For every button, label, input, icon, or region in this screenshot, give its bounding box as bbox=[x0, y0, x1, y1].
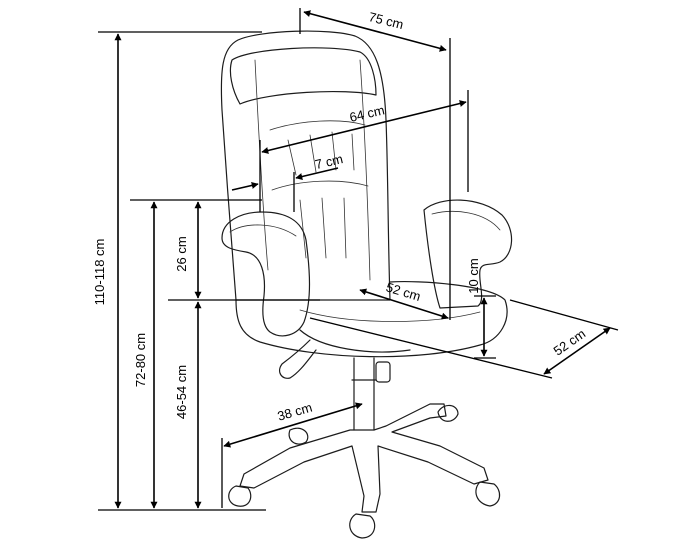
backrest-stitch bbox=[299, 197, 347, 259]
label-total-width: 75 cm bbox=[367, 9, 405, 32]
gas-cylinder bbox=[351, 357, 377, 431]
dim-armrest-width-right bbox=[295, 167, 339, 180]
caster bbox=[437, 404, 459, 422]
label-total-depth: 52 cm bbox=[551, 326, 589, 359]
dim-total-depth bbox=[543, 327, 611, 375]
backrest-stitch bbox=[271, 180, 369, 191]
label-armrest-width: 7 cm bbox=[314, 151, 345, 172]
caster bbox=[349, 513, 376, 539]
backrest bbox=[220, 30, 391, 301]
caster bbox=[228, 485, 252, 507]
caster bbox=[475, 481, 501, 507]
dim-base-radius bbox=[223, 402, 363, 448]
chair-drawing bbox=[220, 30, 513, 539]
label-seat-height-range: 72-80 cm bbox=[133, 333, 148, 387]
headrest-cushion bbox=[229, 47, 377, 105]
dimension-labels: 110-118 cm 72-80 cm 46-54 cm 26 cm 75 cm… bbox=[92, 9, 588, 424]
dimension-lines bbox=[98, 8, 619, 511]
tilt-lever bbox=[278, 339, 317, 379]
dim-seat-depth bbox=[359, 288, 449, 320]
dim-armrest-width-left bbox=[231, 182, 259, 191]
star-base bbox=[239, 403, 489, 513]
seat-edge bbox=[299, 309, 481, 322]
dim-total-width bbox=[303, 10, 447, 52]
backrest-panel-line bbox=[254, 59, 269, 271]
caster bbox=[288, 427, 309, 445]
left-armrest bbox=[221, 211, 311, 337]
label-total-height: 110-118 cm bbox=[92, 239, 107, 306]
seat-underside bbox=[299, 329, 411, 353]
seat-cushion bbox=[235, 280, 508, 358]
right-armrest-pad bbox=[431, 211, 501, 231]
label-backrest-height: 26 cm bbox=[174, 236, 189, 271]
ext-depth-front bbox=[309, 317, 553, 379]
cylinder-collar bbox=[375, 361, 391, 383]
ext-depth-back bbox=[509, 299, 619, 331]
left-armrest-pad bbox=[229, 224, 297, 237]
label-seat-width: 64 cm bbox=[348, 102, 386, 125]
dim-seat-width bbox=[261, 100, 467, 154]
label-seat-height: 46-54 cm bbox=[174, 365, 189, 419]
label-armrest-height: 10 cm bbox=[466, 258, 481, 293]
backrest-panel-line bbox=[359, 59, 371, 281]
